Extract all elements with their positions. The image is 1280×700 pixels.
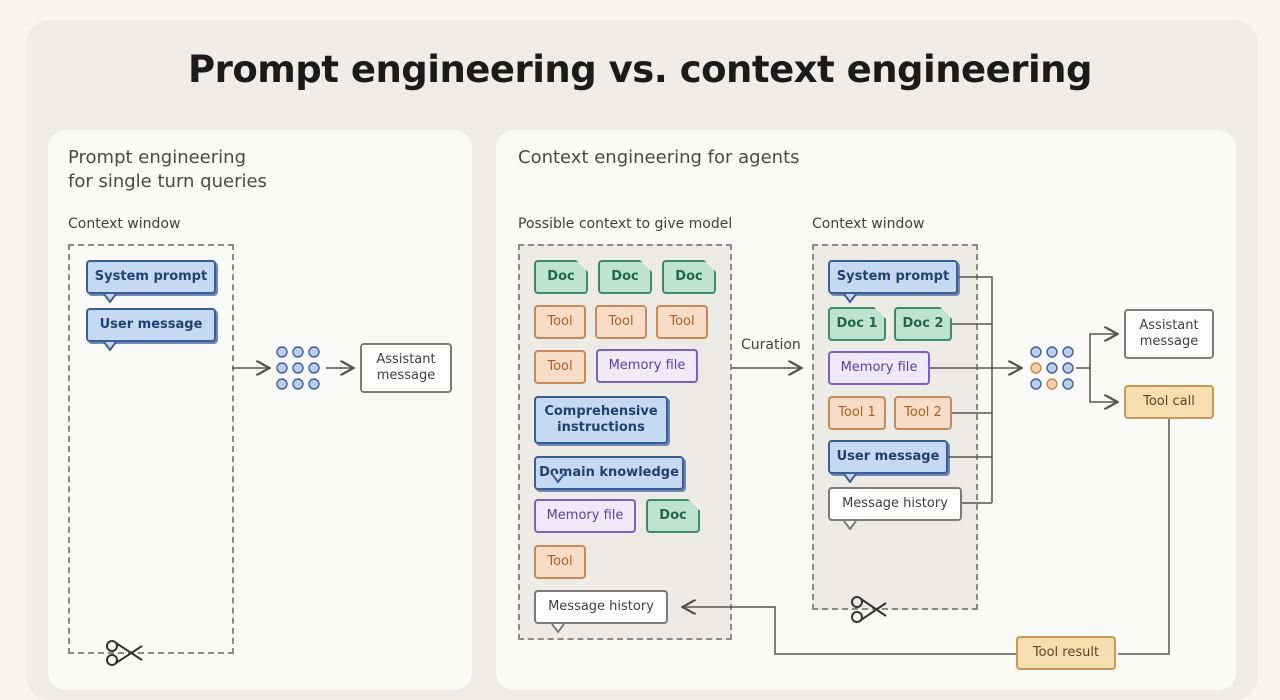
possible-doc-3: Doc (662, 260, 716, 294)
page-title: Prompt engineering vs. context engineeri… (187, 48, 1093, 91)
window-doc-1: Doc 1 (828, 307, 886, 341)
possible-doc-2: Doc (598, 260, 652, 294)
window-system-prompt: System prompt (828, 260, 958, 294)
left-context-window (68, 244, 234, 654)
possible-memory-file-1: Memory file (596, 349, 698, 383)
possible-tool-1: Tool (534, 305, 586, 339)
neural-network-icon (276, 346, 320, 390)
tool-call-box: Tool call (1124, 385, 1214, 419)
scissors-icon (106, 640, 143, 666)
window-tool-1: Tool 1 (828, 396, 886, 430)
neural-network-icon-agent (1030, 346, 1074, 390)
connectors-layer (103, 276, 1170, 666)
window-tool-2: Tool 2 (894, 396, 952, 430)
right-assistant-message: Assistant message (1124, 309, 1214, 359)
possible-domain-knowledge: Domain knowledge (534, 456, 684, 490)
curation-label: Curation (741, 337, 801, 353)
possible-instructions: Comprehensive instructions (534, 396, 668, 444)
right-context-window-label: Context window (812, 216, 925, 232)
window-user-message: User message (828, 440, 948, 474)
left-system-prompt: System prompt (86, 260, 216, 294)
possible-tool-2: Tool (595, 305, 647, 339)
possible-tool-3: Tool (656, 305, 708, 339)
left-assistant-message: Assistant message (360, 343, 452, 393)
scissors-icon-agent (851, 596, 887, 623)
possible-memory-file-2: Memory file (534, 499, 636, 533)
left-panel-title: Prompt engineering for single turn queri… (68, 147, 267, 192)
left-user-message: User message (86, 308, 216, 342)
window-doc-2: Doc 2 (894, 307, 952, 341)
possible-tool-4: Tool (534, 350, 586, 384)
prompt-engineering-panel (48, 130, 472, 690)
left-context-window-label: Context window (68, 216, 181, 232)
right-panel-title: Context engineering for agents (518, 147, 800, 168)
possible-doc-1: Doc (534, 260, 588, 294)
possible-message-history: Message history (534, 590, 668, 624)
possible-tool-5: Tool (534, 545, 586, 579)
window-message-history: Message history (828, 487, 962, 521)
tool-result-box: Tool result (1016, 636, 1116, 670)
possible-context-label: Possible context to give model (518, 216, 733, 232)
possible-doc-4: Doc (646, 499, 700, 533)
window-memory-file: Memory file (828, 351, 930, 385)
